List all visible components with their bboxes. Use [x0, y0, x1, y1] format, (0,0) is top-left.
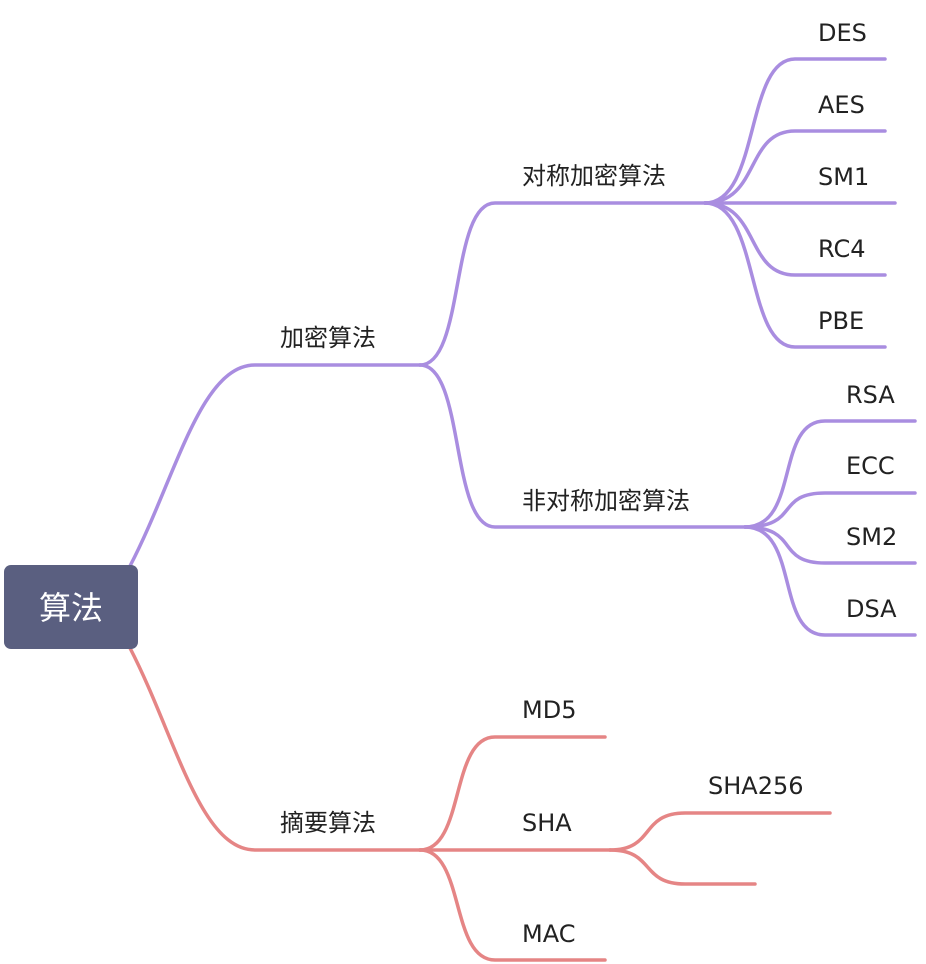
leaf-rc4[interactable]: RC4: [818, 235, 866, 263]
leaf-ecc[interactable]: ECC: [846, 452, 895, 480]
leaf-sm2[interactable]: SM2: [846, 523, 897, 551]
edge-digest-md5: [418, 735, 607, 852]
leaf-pbe[interactable]: PBE: [818, 307, 864, 335]
node-encryption[interactable]: 加密算法: [280, 324, 376, 352]
node-md5[interactable]: MD5: [522, 696, 576, 724]
leaf-sm1[interactable]: SM1: [818, 163, 869, 191]
edge-sha-sha256: [608, 811, 832, 852]
edge-symmetric-des: [703, 57, 887, 205]
node-asymmetric[interactable]: 非对称加密算法: [522, 487, 690, 515]
leaf-rsa[interactable]: RSA: [846, 381, 895, 409]
edge-symmetric-pbe: [703, 201, 887, 349]
root-node[interactable]: 算法: [4, 565, 138, 649]
edge-asymmetric-rsa: [743, 419, 917, 529]
edge-root-digest: [128, 646, 422, 852]
root-node-label: 算法: [39, 589, 103, 627]
node-symmetric[interactable]: 对称加密算法: [522, 162, 666, 190]
digest-branch: [128, 646, 832, 962]
leaf-aes[interactable]: AES: [818, 91, 865, 119]
edge-symmetric-rc4: [703, 201, 887, 277]
node-mac[interactable]: MAC: [522, 920, 575, 948]
edge-root-encryption: [128, 363, 422, 568]
edge-encryption-asymmetric: [418, 363, 747, 529]
edge-digest-mac: [418, 848, 607, 962]
edge-asymmetric-sm2: [743, 525, 917, 565]
edge-sha-empty: [608, 848, 757, 886]
edge-asymmetric-ecc: [743, 491, 917, 529]
edge-asymmetric-dsa: [743, 525, 917, 637]
node-digest[interactable]: 摘要算法: [280, 809, 376, 837]
edge-symmetric-aes: [703, 129, 887, 205]
edge-encryption-symmetric: [418, 201, 707, 367]
leaf-dsa[interactable]: DSA: [846, 595, 897, 623]
node-sha[interactable]: SHA: [522, 809, 572, 837]
encryption-branch: [128, 57, 917, 637]
root-node-box[interactable]: [4, 565, 138, 649]
leaf-sha256[interactable]: SHA256: [708, 772, 804, 800]
leaf-des[interactable]: DES: [818, 19, 867, 47]
